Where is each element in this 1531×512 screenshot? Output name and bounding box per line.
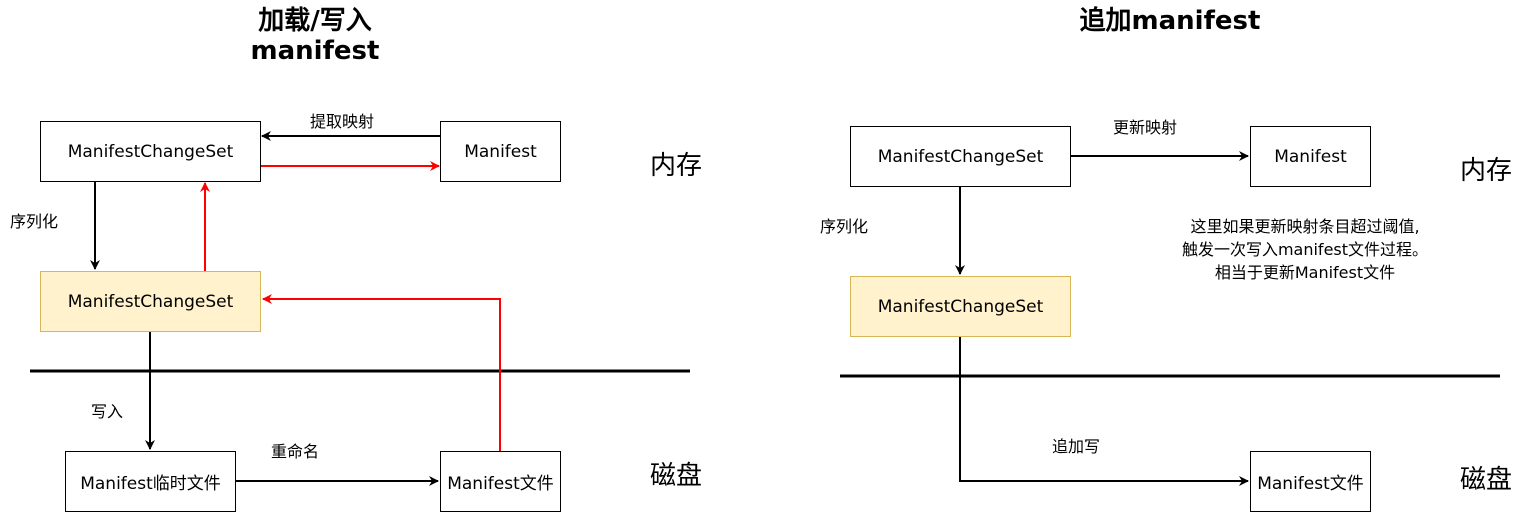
- label-update-mapping: 更新映射: [1113, 118, 1178, 137]
- label-rename: 重命名: [271, 442, 320, 461]
- left-title-line1: 加载/写入: [258, 6, 372, 36]
- zone-memory-left: 内存: [650, 151, 703, 181]
- zone-disk-right: 磁盘: [1460, 465, 1513, 495]
- note-line-3: 相当于更新Manifest文件: [1214, 263, 1396, 282]
- left-manifest-box: Manifest: [440, 121, 561, 182]
- left-manifest-file-box: Manifest文件: [440, 451, 561, 512]
- left-title: 加载/写入 manifest: [215, 6, 415, 66]
- zone-memory-right: 内存: [1460, 156, 1513, 186]
- left-temp-file-box: Manifest临时文件: [65, 451, 236, 512]
- left-serialized-changeset-box: ManifestChangeSet: [40, 271, 261, 332]
- right-title: 追加manifest: [1079, 6, 1261, 36]
- label-serialize-left: 序列化: [10, 212, 59, 231]
- threshold-note: 这里如果更新映射条目超过阈值, 触发一次写入manifest文件过程。 相当于更…: [1150, 215, 1460, 284]
- right-serialized-changeset-box: ManifestChangeSet: [850, 276, 1071, 337]
- zone-disk-left: 磁盘: [650, 461, 703, 491]
- left-title-line2: manifest: [250, 36, 380, 66]
- label-write: 写入: [91, 402, 124, 421]
- note-line-2: 触发一次写入manifest文件过程。: [1181, 240, 1429, 259]
- right-changeset-box: ManifestChangeSet: [850, 126, 1071, 187]
- left-changeset-box: ManifestChangeSet: [40, 121, 261, 182]
- note-line-1: 这里如果更新映射条目超过阈值,: [1190, 217, 1420, 236]
- arrow-read-manifest-file: [262, 294, 501, 451]
- arrow-append-write: [959, 337, 1249, 486]
- label-serialize-right: 序列化: [820, 217, 869, 236]
- label-append-write: 追加写: [1052, 437, 1101, 456]
- right-manifest-box: Manifest: [1250, 126, 1371, 187]
- right-manifest-file-box: Manifest文件: [1250, 451, 1371, 512]
- label-extract-mapping: 提取映射: [310, 112, 375, 131]
